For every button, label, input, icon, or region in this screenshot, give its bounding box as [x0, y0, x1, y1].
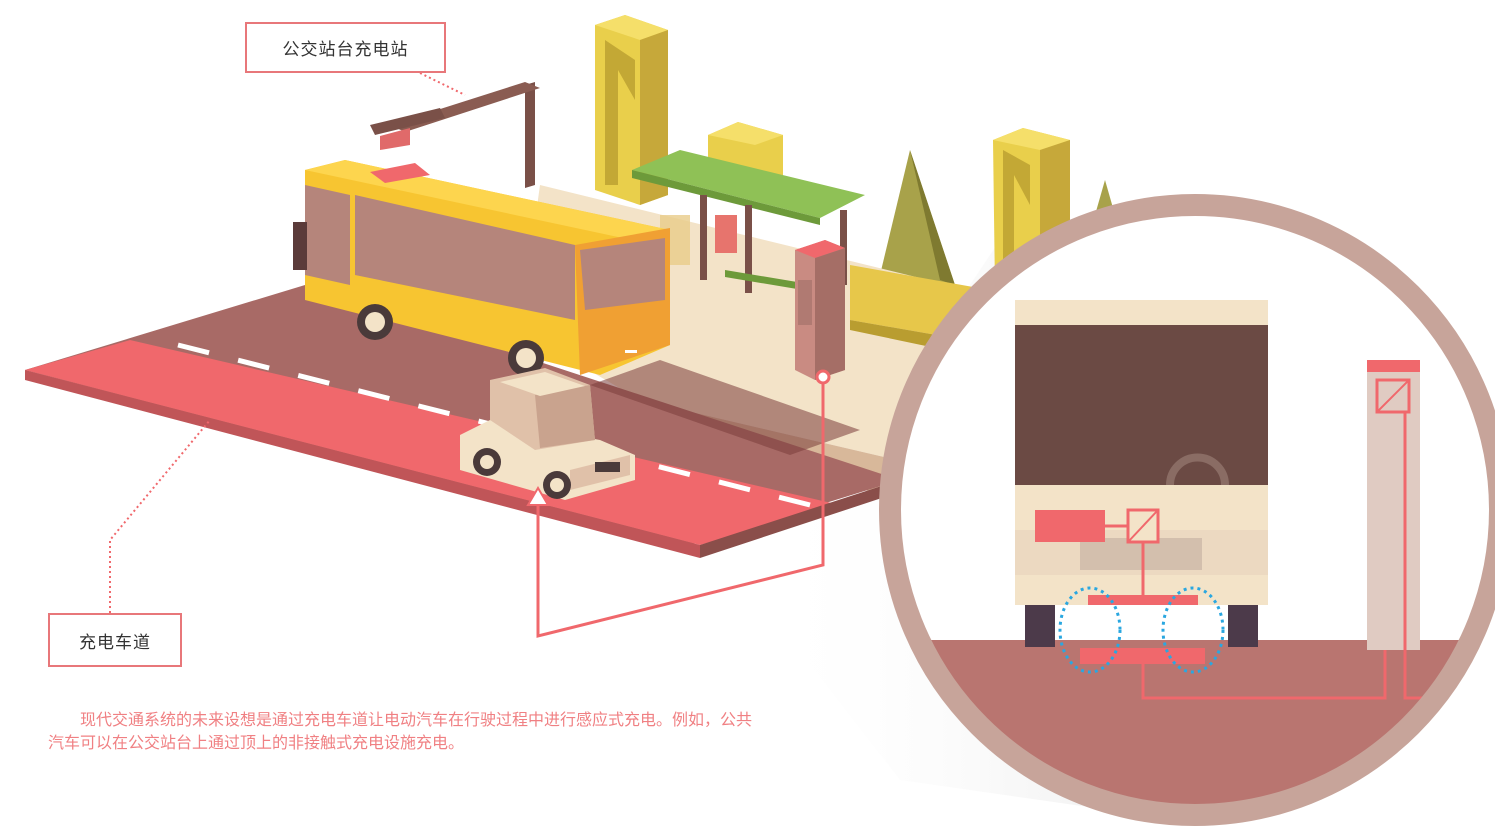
charger-kiosk — [795, 240, 845, 380]
car — [460, 368, 635, 500]
charging-lane-label: 充电车道 — [48, 613, 182, 667]
road — [25, 285, 900, 558]
bus-stop-charging-station-label: 公交站台充电站 — [245, 22, 446, 73]
magnifier-inset — [879, 194, 1495, 826]
charging-pole — [370, 82, 540, 188]
callout-connectors — [109, 72, 831, 638]
description-text: 现代交通系统的未来设想是通过充电车道让电动汽车在行驶过程中进行感应式充电。例如，… — [48, 710, 753, 752]
bus — [293, 160, 670, 376]
